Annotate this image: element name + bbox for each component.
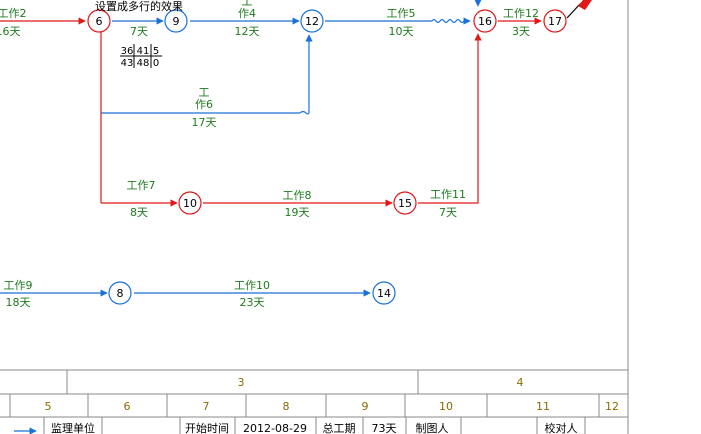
activity-name-w4-line2: 作4: [238, 7, 256, 20]
node-17[interactable]: 17: [543, 9, 567, 33]
node-label: 12: [305, 15, 319, 28]
activity-duration-w2: 16天: [0, 25, 21, 38]
tick-label: 5: [45, 400, 52, 413]
activity-duration-w9: 18天: [6, 296, 31, 309]
activity-duration-w10: 23天: [240, 296, 265, 309]
matrix-cell: 36: [121, 46, 134, 57]
node-label: 16: [478, 15, 492, 28]
activity-duration-w4: 12天: [235, 25, 260, 38]
node-6[interactable]: 6: [87, 9, 111, 33]
node-label: 14: [377, 287, 391, 300]
activity-name-w2: 工作2: [0, 7, 27, 20]
node-10[interactable]: 10: [178, 191, 202, 215]
tick-label: 9: [362, 400, 369, 413]
tick-label: 11: [536, 400, 550, 413]
activity-duration-w5: 10天: [389, 25, 414, 38]
matrix-cell: 48: [137, 58, 150, 69]
month-label: 4: [517, 376, 524, 389]
matrix-cell: 0: [153, 58, 159, 69]
activity-name-w8: 工作8: [283, 189, 312, 202]
node-16[interactable]: 16: [473, 9, 497, 33]
activity-duration-w11: 7天: [439, 206, 457, 219]
node-14[interactable]: 14: [372, 281, 396, 305]
activity-name-w12: 工作12: [503, 7, 539, 20]
footer-cell: 开始时间: [185, 421, 229, 434]
tick-label: 8: [283, 400, 290, 413]
activity-duration-6-9: 7天: [130, 25, 148, 38]
activity-name-w6-line1: 工: [199, 86, 210, 99]
activity-name-w7: 工作7: [127, 179, 156, 192]
activity-name-w9: 工作9: [4, 279, 33, 292]
tick-label: 12: [605, 400, 619, 413]
node-9[interactable]: 9: [164, 9, 188, 33]
annotation-text: 设置成多行的效果: [95, 0, 183, 13]
activity-duration-w8: 19天: [285, 206, 310, 219]
footer-cell: 校对人: [545, 421, 578, 434]
activity-arrow-out: [566, 3, 581, 19]
tick-label: 6: [124, 400, 131, 413]
timeline-ruler: 3 4 5 6 7 8 9 10 11 12: [0, 369, 628, 418]
free-float-wave: [431, 18, 465, 24]
node-12[interactable]: 12: [300, 9, 324, 33]
node-label: 9: [173, 15, 180, 28]
node-8[interactable]: 8: [108, 281, 132, 305]
activity-name-w10: 工作10: [234, 279, 270, 292]
node-15[interactable]: 15: [393, 191, 417, 215]
node-label: 17: [548, 15, 562, 28]
free-float-wave-w6: [299, 110, 310, 115]
footer-cell: 2012-08-29: [243, 422, 307, 434]
tick-label: 7: [203, 400, 210, 413]
footer-info-table: 监理单位 开始时间 2012-08-29 总工期 73天 制图人 校对人: [14, 417, 586, 434]
activity-duration-w12: 3天: [512, 25, 530, 38]
node-label: 10: [183, 197, 197, 210]
node-label: 6: [96, 15, 103, 28]
node-label: 15: [398, 197, 412, 210]
end-marker-icon: [578, 0, 592, 10]
month-label: 3: [238, 376, 245, 389]
activity-name-w11: 工作11: [430, 188, 466, 201]
activity-name-w6-line2: 作6: [195, 98, 213, 111]
footer-cell: 监理单位: [51, 421, 95, 434]
matrix-cell: 43: [121, 58, 134, 69]
activity-duration-w7: 8天: [130, 206, 148, 219]
matrix-cell: 41: [137, 46, 150, 57]
footer-cell: 制图人: [416, 422, 449, 434]
activity-name-w5: 工作5: [387, 7, 416, 20]
footer-cell: 总工期: [323, 421, 356, 434]
matrix-cell: 5: [153, 46, 159, 57]
activity-name-w4-line1: 工: [242, 0, 253, 8]
node-label: 8: [117, 287, 124, 300]
tick-label: 10: [439, 400, 453, 413]
footer-cell: 73天: [372, 422, 397, 434]
activity-arrow-w11: [418, 33, 482, 204]
activity-duration-w6: 17天: [192, 116, 217, 129]
time-param-matrix: 36 41 5 43 48 0: [120, 44, 162, 69]
